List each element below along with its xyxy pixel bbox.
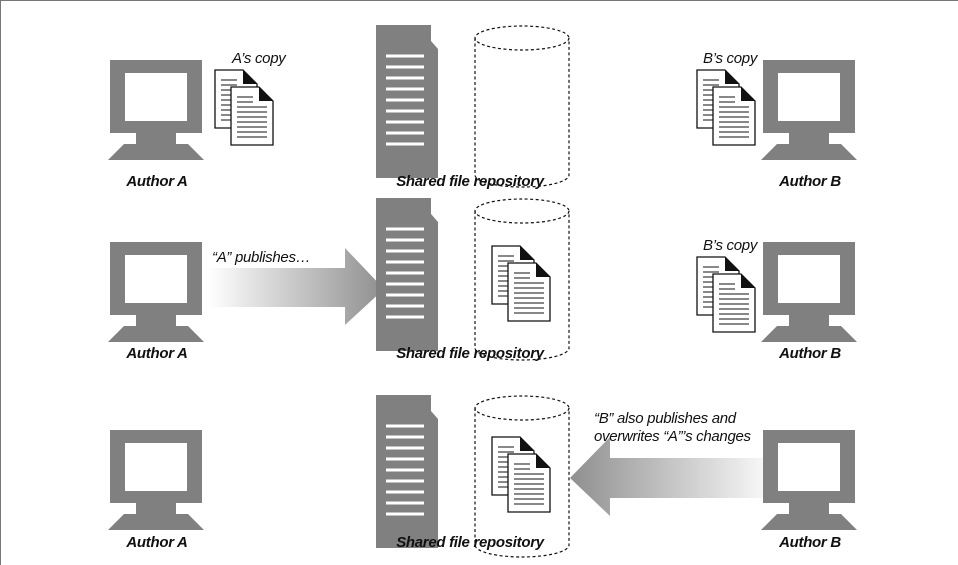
document-copies-icon: [215, 70, 273, 145]
author-b-monitor-icon: [761, 60, 857, 160]
document-copies-icon: [697, 257, 755, 332]
repository-label: Shared file repository: [396, 345, 545, 362]
database-cylinder-icon: [474, 25, 570, 188]
publish-caption: “A” publishes…: [212, 249, 310, 266]
document-copies-icon: [697, 70, 755, 145]
document-copies-icon: [492, 437, 550, 512]
author-b-monitor-icon: [761, 430, 857, 530]
repository-label: Shared file repository: [396, 173, 545, 190]
author-a-label: Author A: [125, 173, 187, 190]
b-copy-label: B’s copy: [703, 237, 759, 254]
diagram-frame-top: [0, 0, 958, 1]
author-a-monitor-icon: [108, 242, 204, 342]
b-copy-label: B’s copy: [703, 50, 759, 67]
repository-label: Shared file repository: [396, 534, 545, 551]
overwrite-arrow-icon: [570, 437, 780, 516]
document-copies-icon: [492, 246, 550, 321]
author-b-label: Author B: [778, 534, 841, 551]
author-b-monitor-icon: [761, 242, 857, 342]
author-a-label: Author A: [125, 345, 187, 362]
author-a-monitor-icon: [108, 60, 204, 160]
publish-arrow-icon: [208, 248, 384, 325]
a-copy-label: A’s copy: [231, 50, 287, 67]
author-b-label: Author B: [778, 345, 841, 362]
author-b-label: Author B: [778, 173, 841, 190]
server-tower-icon: [374, 393, 440, 550]
overwrite-caption-line-2: overwrites “A”’s changes: [594, 428, 752, 445]
server-tower-icon: [374, 23, 440, 180]
row-3: Author A Shared file repository “B” also…: [108, 393, 857, 558]
row-1: A’s copy Author A Shared file repository…: [108, 23, 857, 190]
row-2: Author A “A” publishes… Shared file repo…: [108, 196, 857, 362]
author-a-monitor-icon: [108, 430, 204, 530]
overwrite-caption-line-1: “B” also publishes and: [594, 410, 737, 427]
author-a-label: Author A: [125, 534, 187, 551]
server-tower-icon: [374, 196, 440, 353]
